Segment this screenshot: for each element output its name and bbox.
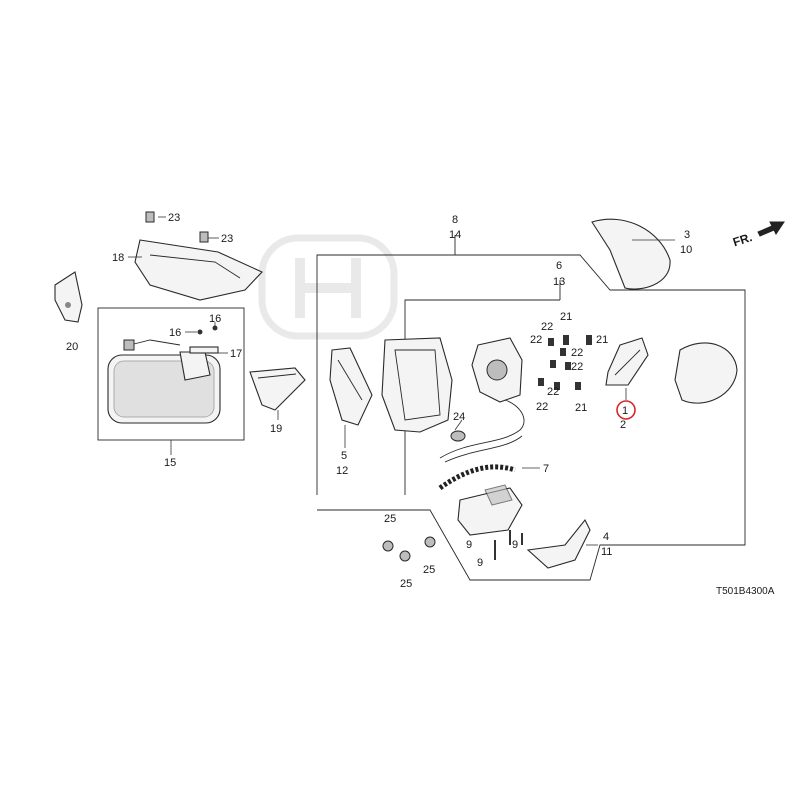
callout-8: 8 [452,214,458,226]
callout-9-c: 9 [477,557,483,569]
callout-6: 6 [556,260,562,272]
part-21-22-screws [538,335,592,390]
leader-lines [128,216,675,546]
part-24-grommet [450,430,466,442]
callout-22-b: 22 [530,334,542,346]
watermark-logo [258,234,398,340]
callout-23-a: 23 [168,212,180,224]
callout-7: 7 [543,463,549,475]
assembly-frame [316,235,746,581]
callout-25-c: 25 [423,564,435,576]
callout-21-c: 21 [575,402,587,414]
part-1-turn-signal [605,337,649,386]
mirror-actuator [471,337,523,403]
part-5-mirror-glass [329,347,373,426]
callout-14: 14 [449,229,461,241]
wire-harness [439,399,525,463]
callout-17: 17 [230,348,242,360]
callout-11: 11 [601,546,612,558]
callout-22-a: 22 [541,321,553,333]
callout-18: 18 [112,252,124,264]
part-19-garnish [249,367,306,411]
callout-12: 12 [336,465,348,477]
callout-22-e: 22 [547,386,559,398]
callout-9-b: 9 [512,539,518,551]
callout-21-a: 21 [560,311,572,323]
callout-2: 2 [620,419,626,431]
mirror-base [457,484,523,536]
callout-19: 19 [270,423,282,435]
callout-20: 20 [66,341,78,353]
part-23-clips [145,211,209,243]
part-9-screws [494,530,523,560]
callout-16-a: 16 [169,327,181,339]
part-7-cable [438,464,516,491]
callout-10: 10 [680,244,692,256]
callout-16-b: 16 [209,313,221,325]
part-25-nuts [382,536,436,562]
callout-22-d: 22 [571,361,583,373]
callout-25-a: 25 [384,513,396,525]
part-15-inner-mirror [107,339,221,424]
callout-labels: 23 23 18 20 16 16 17 15 19 5 12 8 14 6 1… [66,212,775,597]
direction-label: FR. [731,230,754,249]
arrow-icon [757,221,785,237]
part-16-17-screws [189,325,219,354]
callout-22-f: 22 [536,401,548,413]
callout-23-b: 23 [221,233,233,245]
mirror-rear-cover [674,342,738,404]
callout-13: 13 [553,276,565,288]
callout-25-b: 25 [400,578,412,590]
part-6-mirror-housing [381,337,453,433]
callout-22-c: 22 [571,347,583,359]
callout-9-a: 9 [466,539,472,551]
part-20-bracket [54,271,83,323]
diagram-code: T501B4300A [716,586,775,597]
callout-4: 4 [603,531,609,543]
callout-1: 1 [622,405,628,417]
callout-5: 5 [341,450,347,462]
callout-24: 24 [453,411,465,423]
part-4-lower-cover [526,518,591,569]
part-3-skull-cap [591,218,671,290]
callout-15: 15 [164,457,176,469]
callout-3: 3 [684,229,690,241]
front-direction-indicator: FR. [731,221,785,249]
callout-21-b: 21 [596,334,608,346]
highlight-circle [616,400,636,420]
part-18-cover [134,239,263,301]
